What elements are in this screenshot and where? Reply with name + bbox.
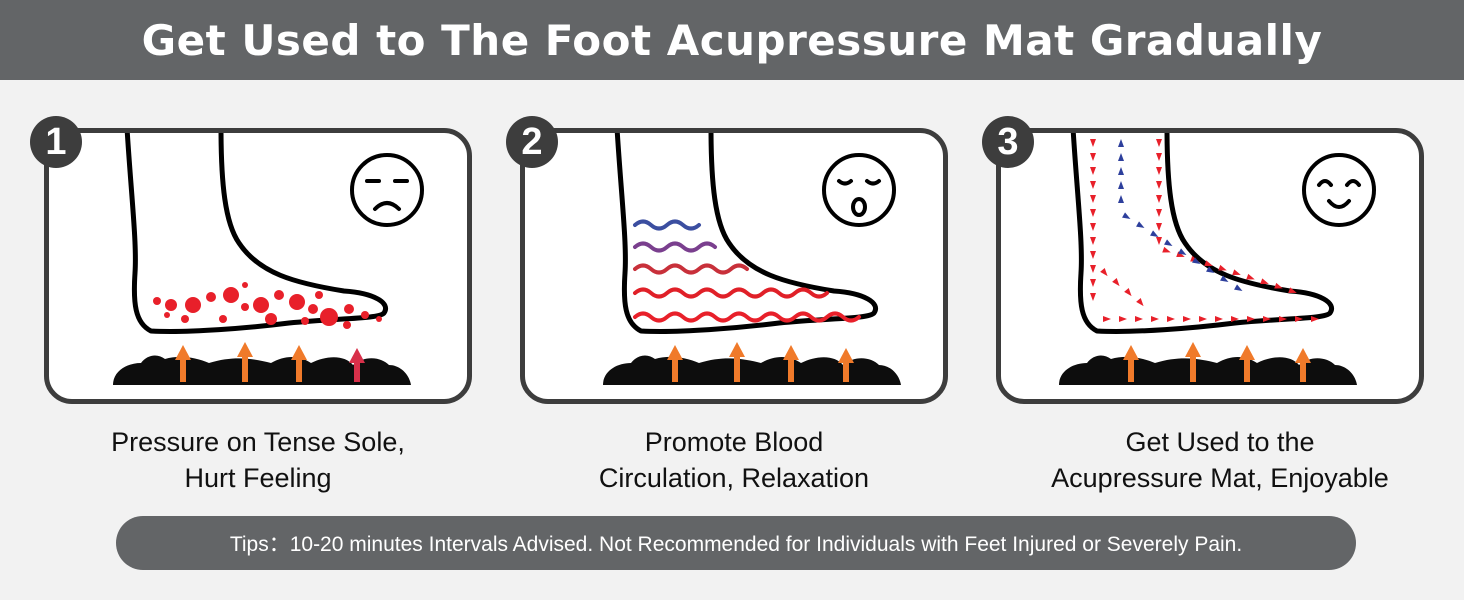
acupressure-mat: [603, 355, 901, 385]
step-1-panel: [44, 128, 472, 404]
step-2-illustration: [603, 133, 901, 385]
step-2-caption: Promote Blood Circulation, Relaxation: [514, 424, 954, 496]
circulation-arrows: [1090, 139, 1319, 322]
step-3-panel: [996, 128, 1424, 404]
step-1-caption-line2: Hurt Feeling: [184, 463, 332, 493]
step-3-badge: 3: [982, 116, 1034, 168]
step-1-caption: Pressure on Tense Sole, Hurt Feeling: [38, 424, 478, 496]
page-title: Get Used to The Foot Acupressure Mat Gra…: [141, 15, 1323, 65]
step-2-panel: [520, 128, 948, 404]
header-banner: Get Used to The Foot Acupressure Mat Gra…: [0, 0, 1464, 80]
step-3-caption-line2: Acupressure Mat, Enjoyable: [1051, 463, 1389, 493]
acupressure-mat: [1059, 355, 1357, 385]
step-2-badge: 2: [506, 116, 558, 168]
relieved-face-icon: [822, 153, 896, 227]
happy-face-icon: [1302, 153, 1376, 227]
pressure-arrows: [175, 342, 365, 382]
foot-outline: [1070, 133, 1334, 334]
step-1-caption-line1: Pressure on Tense Sole,: [111, 427, 405, 457]
circulation-waves: [633, 219, 861, 323]
pain-dots: [153, 282, 382, 329]
step-3-caption-line1: Get Used to the: [1125, 427, 1315, 457]
step-3-illustration: [1059, 133, 1376, 385]
tips-text: Tips：10-20 minutes Intervals Advised. No…: [229, 533, 1243, 556]
pressure-arrows: [667, 342, 854, 382]
pressure-arrows: [1123, 342, 1311, 382]
step-1-illustration: [113, 133, 424, 385]
sad-face-icon: [350, 153, 424, 227]
tips-banner: Tips：10-20 minutes Intervals Advised. No…: [116, 516, 1356, 570]
step-2-caption-line2: Circulation, Relaxation: [598, 463, 870, 493]
step-3-caption: Get Used to the Acupressure Mat, Enjoyab…: [1000, 424, 1440, 496]
acupressure-mat: [113, 355, 411, 385]
step-1-badge: 1: [30, 116, 82, 168]
step-2-caption-line1: Promote Blood: [644, 427, 824, 457]
